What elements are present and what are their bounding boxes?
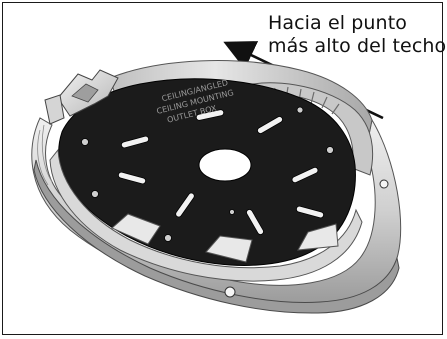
left-latch-inner <box>71 83 99 103</box>
direction-label: Hacia el punto más alto del techo <box>268 12 447 58</box>
screw-hole <box>81 138 89 146</box>
bolt <box>224 286 236 298</box>
slot <box>291 166 319 184</box>
bolt <box>379 179 389 189</box>
mounting-holes <box>81 106 334 242</box>
plate-front-lip <box>49 148 363 282</box>
rim-bolts <box>224 179 389 298</box>
left-tab <box>44 94 65 125</box>
slot <box>120 135 150 149</box>
center-cable-hole <box>198 148 252 182</box>
direction-label-line-2: más alto del techo <box>268 35 447 57</box>
slot <box>295 205 325 219</box>
front-notch-left <box>111 213 161 245</box>
bracket-lower-edge <box>33 159 400 314</box>
slot <box>195 109 225 121</box>
screw-hole <box>296 106 304 114</box>
radial-slots <box>117 109 325 235</box>
front-notch-center <box>205 235 253 263</box>
bracket-right-housing <box>247 82 374 176</box>
direction-label-line-1: Hacia el punto <box>268 12 407 34</box>
slot <box>246 209 264 235</box>
slot <box>175 192 195 218</box>
screw-hole <box>229 209 235 215</box>
screw-hole <box>164 234 172 242</box>
rim-ridges <box>37 124 53 186</box>
slot <box>117 171 147 185</box>
slot <box>257 116 283 134</box>
screw-hole <box>91 190 99 198</box>
screw-hole <box>326 146 334 154</box>
front-notch-right <box>297 223 339 251</box>
